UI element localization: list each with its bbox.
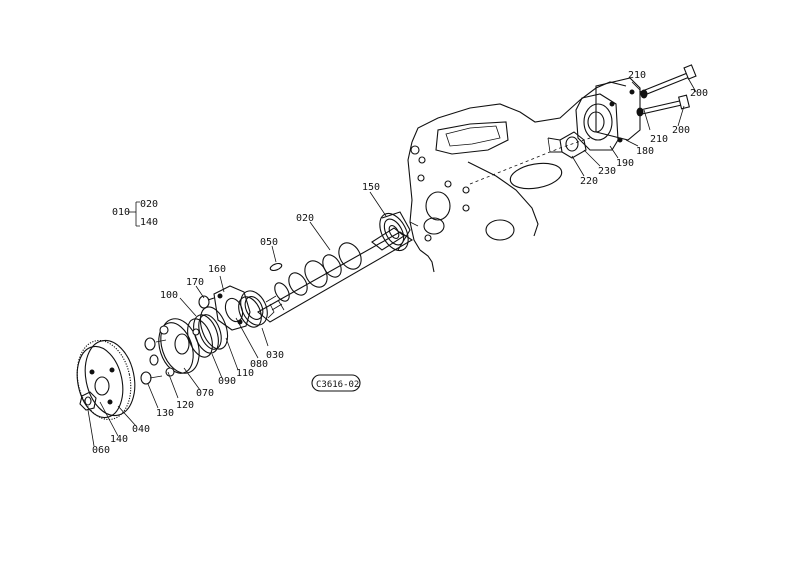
label-210-lower: 210 <box>650 134 668 145</box>
label-070: 070 <box>196 388 214 399</box>
label-090: 090 <box>218 376 236 387</box>
camshaft <box>257 227 414 323</box>
o-ring-050 <box>269 262 283 272</box>
nut-060 <box>79 391 97 411</box>
label-220: 220 <box>580 176 598 187</box>
label-120: 120 <box>176 400 194 411</box>
label-010: 010 <box>112 207 130 218</box>
rings-080-110 <box>187 306 229 358</box>
label-110: 110 <box>236 368 254 379</box>
rear-cover-assembly <box>547 64 697 159</box>
label-200-upper: 200 <box>690 88 708 99</box>
label-190: 190 <box>616 158 634 169</box>
label-010-020: 020 <box>140 199 158 210</box>
flange-100 <box>158 318 200 377</box>
bolts-120-130 <box>140 337 167 385</box>
part-labels: 010 020 140 020 030 040 050 060 070 080 … <box>92 70 708 456</box>
timing-gear-040 <box>76 339 136 421</box>
thrust-plate-160 <box>213 285 251 331</box>
label-210-upper: 210 <box>628 70 646 81</box>
drawing-code: C3616-02 <box>316 380 359 390</box>
label-130: 130 <box>156 408 174 419</box>
label-030: 030 <box>266 350 284 361</box>
label-080: 080 <box>250 359 268 370</box>
label-060: 060 <box>92 445 110 456</box>
label-180: 180 <box>636 146 654 157</box>
label-170: 170 <box>186 277 204 288</box>
label-020: 020 <box>296 213 314 224</box>
bolt-170 <box>198 295 215 309</box>
label-150: 150 <box>362 182 380 193</box>
label-050: 050 <box>260 237 278 248</box>
engine-block-outline <box>407 81 627 273</box>
label-160: 160 <box>208 264 226 275</box>
label-230: 230 <box>598 166 616 177</box>
label-100: 100 <box>160 290 178 301</box>
drawing-code-badge: C3616-02 <box>311 374 361 392</box>
label-140: 140 <box>110 434 128 445</box>
label-010-140: 140 <box>140 217 158 228</box>
label-200-lower: 200 <box>672 125 690 136</box>
label-040: 040 <box>132 424 150 435</box>
leader-lines <box>87 77 697 447</box>
